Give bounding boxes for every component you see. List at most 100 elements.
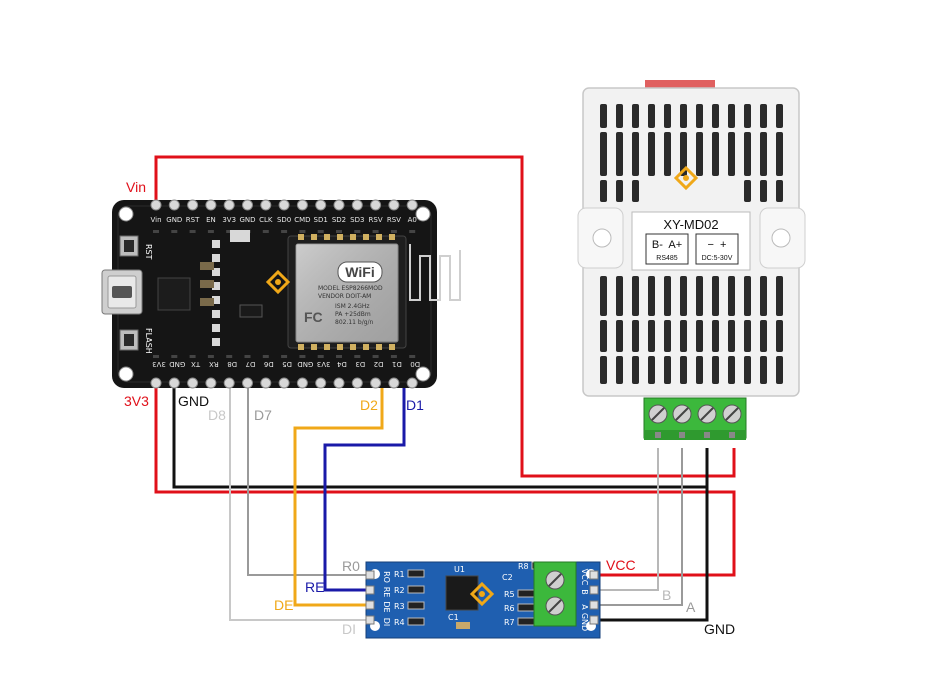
vent-slot	[648, 320, 655, 352]
castellation	[324, 234, 330, 240]
header-pin	[365, 600, 375, 610]
rs485-terminal-block[interactable]	[533, 561, 577, 627]
vent-slot	[712, 356, 719, 384]
wires	[154, 155, 736, 622]
pcb-antenna	[409, 244, 461, 301]
rs485-left-pin-label: DE	[382, 601, 391, 612]
vent-slot	[600, 276, 607, 316]
vent-slot	[648, 276, 655, 316]
vent-slot	[744, 132, 751, 176]
label-vcc: VCC	[606, 557, 636, 573]
pad	[212, 254, 220, 262]
vent-slot	[632, 104, 639, 128]
header-pin	[315, 377, 327, 389]
part-u1: U1	[454, 565, 465, 574]
label-b: B	[662, 587, 671, 603]
wire-3v3	[154, 388, 736, 577]
bottom-pin-label: D8	[227, 360, 237, 368]
vent-slot	[728, 320, 735, 352]
vent-slot	[600, 104, 607, 128]
castellation	[363, 344, 369, 350]
part-c2: C2	[502, 573, 513, 582]
micro-usb-port[interactable]	[101, 269, 143, 315]
mount-hole	[415, 206, 431, 222]
sensor-terminal-block[interactable]	[643, 397, 747, 440]
header-pin	[296, 199, 308, 211]
pad	[317, 355, 324, 358]
vent-slot	[744, 356, 751, 384]
bottom-pin-label: RX	[209, 360, 219, 368]
label-de: DE	[274, 597, 293, 613]
pad	[171, 355, 178, 358]
vent-slot	[632, 356, 639, 384]
bottom-pin-label: GND	[169, 360, 185, 368]
label-d7: D7	[254, 407, 272, 423]
bottom-pin-label: 3V3	[317, 360, 331, 368]
vent-slot	[664, 276, 671, 316]
bottom-pin-label: D1	[392, 360, 402, 368]
rs485-right-pin-label: A	[580, 604, 589, 610]
bottom-pin-label: 3V3	[152, 360, 166, 368]
mount-hole	[592, 228, 612, 248]
rs485-left-pin-label: RO	[382, 571, 391, 583]
header-pin	[406, 199, 418, 211]
vent-slot	[712, 320, 719, 352]
vent-slot	[776, 276, 783, 316]
vent-slot	[616, 276, 623, 316]
vent-slot	[664, 104, 671, 128]
wire-vin	[154, 155, 736, 478]
vent-slot	[680, 320, 687, 352]
pad	[372, 355, 379, 358]
flash-label: FLASH	[144, 328, 153, 354]
castellation	[363, 234, 369, 240]
castellation	[298, 234, 304, 240]
vent-slot	[648, 104, 655, 128]
top-pin-label: RSV	[369, 216, 383, 224]
resistor	[407, 569, 425, 578]
vent-slot	[632, 320, 639, 352]
vent-slot	[760, 180, 767, 202]
vent-slot	[664, 132, 671, 176]
resistor-label: R5	[504, 590, 515, 599]
screw-slot	[651, 407, 665, 421]
header-pin	[388, 199, 400, 211]
header-pin	[205, 377, 217, 389]
header-pin	[187, 377, 199, 389]
header-pin	[260, 377, 272, 389]
vent-slot	[696, 320, 703, 352]
top-pin-label: SD3	[350, 216, 364, 224]
watermark-logo-icon	[265, 269, 291, 295]
bottom-pin-label: D0	[410, 360, 420, 368]
vent-slot	[696, 276, 703, 316]
wire-b	[600, 448, 659, 591]
vent-slot	[632, 132, 639, 176]
pad	[207, 230, 214, 233]
vent-slot	[728, 104, 735, 128]
castellation	[376, 344, 382, 350]
bottom-pin-label: GND	[297, 360, 313, 368]
mount-hole	[118, 206, 134, 222]
header-pin	[150, 377, 162, 389]
header-pin	[351, 377, 363, 389]
vent-slot	[712, 132, 719, 176]
header-pin	[589, 615, 599, 625]
resistor	[407, 585, 425, 594]
label-r0: R0	[342, 558, 360, 574]
header-pin	[589, 600, 599, 610]
vent-slot	[744, 276, 751, 316]
pad	[354, 355, 361, 358]
pad	[354, 230, 361, 233]
screw-slot	[675, 407, 689, 421]
vent-slot	[680, 356, 687, 384]
resistor-label: R3	[394, 602, 405, 611]
pad	[390, 355, 397, 358]
vent-slot	[776, 104, 783, 128]
module-line-1: MODEL ESP8266MOD	[318, 285, 383, 292]
pad	[299, 230, 306, 233]
vent-slot	[744, 104, 751, 128]
castellation	[298, 344, 304, 350]
vent-slot	[712, 276, 719, 316]
watermark-logo-icon	[673, 165, 699, 191]
header-pin	[370, 199, 382, 211]
part-c1: C1	[448, 613, 459, 622]
